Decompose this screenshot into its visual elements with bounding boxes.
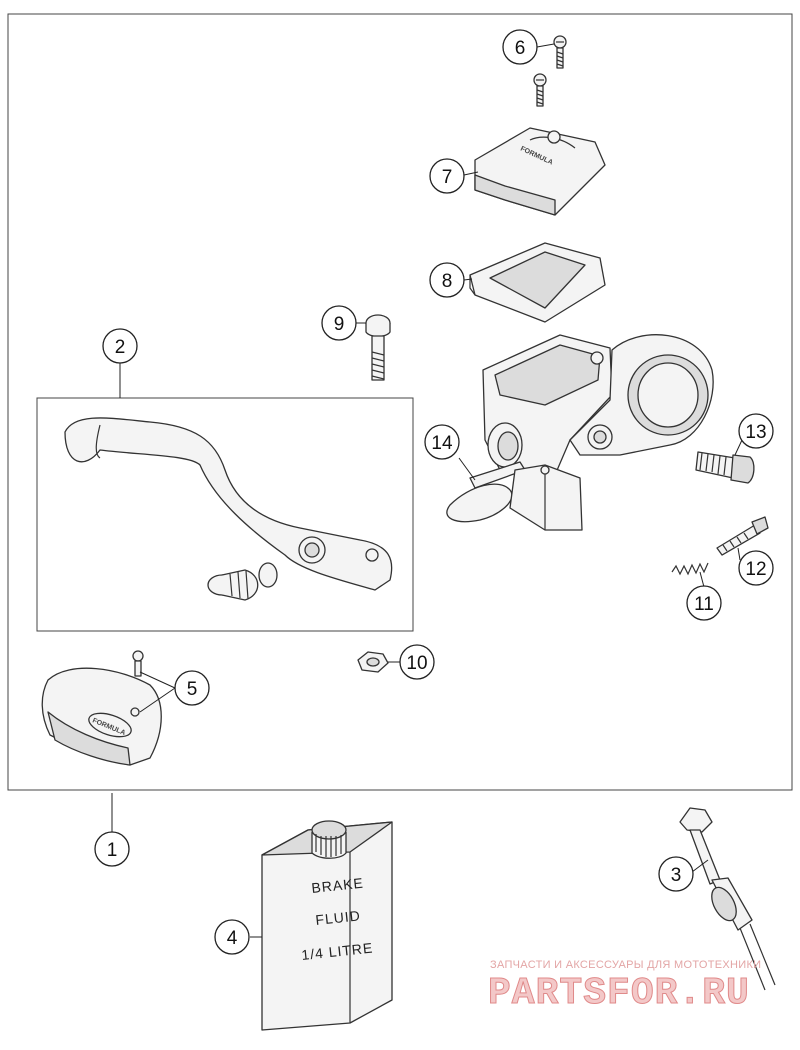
callout-1: 1 [94,831,130,867]
adjuster-part-13 [695,451,755,484]
svg-text:2: 2 [115,337,126,358]
callout-8: 8 [429,262,465,298]
leader-5 [139,671,176,713]
spring-part-11 [671,562,709,576]
screw-part-12 [716,516,769,556]
svg-text:12: 12 [745,559,766,580]
watermark-brand: PARTSFOR.RU [488,972,750,1015]
svg-text:14: 14 [431,433,453,454]
svg-text:3: 3 [671,865,682,886]
leader-3 [691,859,709,873]
leader-7 [463,171,479,176]
brake-hose-part-3 [679,807,776,991]
svg-text:1: 1 [107,840,118,861]
callout-2: 2 [102,328,138,364]
callout-11: 11 [686,585,722,621]
svg-text:9: 9 [334,314,345,335]
svg-text:6: 6 [515,38,526,59]
svg-text:13: 13 [745,422,766,443]
svg-text:5: 5 [187,679,198,700]
callout-10: 10 [399,644,435,680]
callout-5: 5 [174,670,210,706]
callout-3: 3 [658,856,694,892]
leader-8 [463,278,473,281]
callout-6: 6 [502,29,538,65]
leader-11 [699,571,705,588]
svg-text:11: 11 [694,594,714,615]
leader-12 [737,547,741,561]
callout-4: 4 [214,919,250,955]
leader-13 [734,439,743,456]
leader-14 [458,457,476,481]
reservoir-cover-part-7: FORMULA [474,127,606,216]
svg-text:4: 4 [227,928,238,949]
brake-fluid-can-part-4: BRAKE FLUID 1/4 LITRE [261,820,393,1031]
callout-13: 13 [738,413,774,449]
svg-text:10: 10 [406,653,427,674]
leader-6 [536,43,555,48]
lever-part-2 [64,417,393,601]
callout-7: 7 [429,158,465,194]
bolt-part-9 [365,314,391,381]
svg-text:7: 7 [442,167,453,188]
nut-part-10 [357,651,389,673]
assembly-frame [7,13,793,791]
callout-9: 9 [321,305,357,341]
watermark-tagline: ЗАПЧАСТИ И АКСЕССУАРЫ ДЛЯ МОТОТЕХНИКИ [490,959,761,971]
callout-12: 12 [738,550,774,586]
callout-14: 14 [424,424,460,460]
fluid-label-line2: FLUID [315,907,362,928]
lever-group-frame [36,397,414,632]
gasket-part-8 [469,242,606,323]
watermark: ЗАПЧАСТИ И АКСЕССУАРЫ ДЛЯ МОТОТЕХНИКИ PA… [488,959,762,1016]
svg-text:8: 8 [442,271,453,292]
fluid-label-line1: BRAKE [311,875,365,896]
guard-part-5: FORMULA [41,650,162,766]
pushrod-part-14 [446,422,583,531]
screw-part-6 [533,35,567,107]
fluid-label-line3: 1/4 LITRE [301,940,374,963]
